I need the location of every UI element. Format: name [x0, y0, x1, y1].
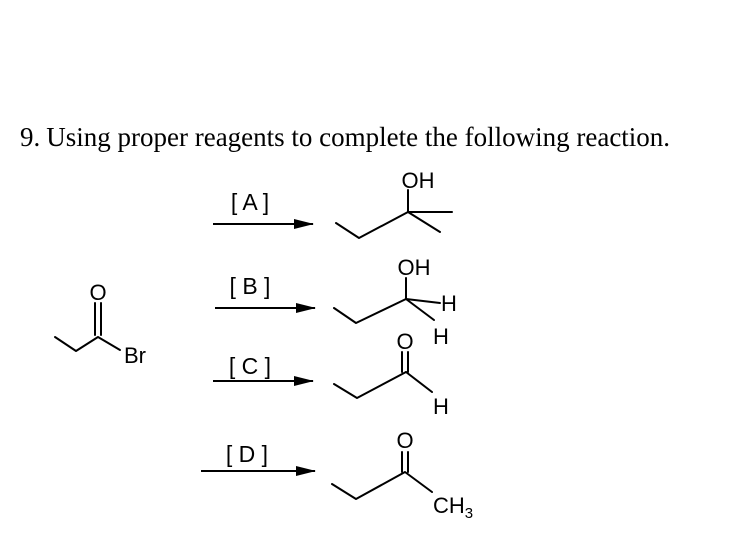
- pc-h-bond: [405, 371, 433, 393]
- sm-bromine-label: Br: [124, 343, 146, 368]
- reagent-b-label: [ B ]: [230, 273, 271, 299]
- reaction-b: [ B ]: [215, 273, 316, 313]
- pc-h-label: H: [433, 394, 449, 419]
- product-b-primary-alcohol: OH H H: [333, 255, 457, 349]
- pa-carbon-chain: [335, 211, 441, 239]
- product-c-aldehyde: O H: [333, 329, 449, 419]
- pb-h1-bond: [405, 298, 441, 304]
- product-d-ketone: O CH3: [331, 428, 473, 522]
- pb-h2-bond: [405, 298, 435, 321]
- reaction-a: [ A ]: [213, 189, 314, 229]
- pa-oh-label: OH: [402, 168, 435, 193]
- reagent-c-label: [ C ]: [229, 353, 271, 379]
- pb-oh-label: OH: [398, 255, 431, 280]
- question-text: 9.Using proper reagents to complete the …: [20, 124, 670, 151]
- pb-h2-label: H: [433, 324, 449, 349]
- pb-carbon-chain: [333, 298, 407, 324]
- sm-oxygen-label: O: [89, 280, 106, 305]
- pd-carbon-chain: [331, 471, 433, 500]
- sm-carbon-chain: [54, 336, 121, 352]
- pd-methyl-subscript: 3: [465, 505, 473, 522]
- reaction-c: [ C ]: [213, 353, 314, 386]
- product-a-tertiary-alcohol: OH: [335, 168, 453, 239]
- question-prompt: Using proper reagents to complete the fo…: [46, 122, 671, 152]
- pd-oxygen-label: O: [396, 428, 413, 453]
- reagent-d-label: [ D ]: [226, 441, 268, 467]
- pb-h1-label: H: [441, 291, 457, 316]
- pd-methyl-label: CH3: [433, 493, 473, 522]
- question-number: 9.: [20, 122, 41, 152]
- reaction-d: [ D ]: [201, 441, 316, 476]
- pc-oxygen-label: O: [396, 329, 413, 354]
- reagent-a-label: [ A ]: [231, 189, 269, 215]
- pd-methyl-ch: CH: [433, 493, 465, 518]
- starting-material-acyl-bromide: O Br: [54, 280, 146, 368]
- pc-carbon-chain: [333, 371, 407, 399]
